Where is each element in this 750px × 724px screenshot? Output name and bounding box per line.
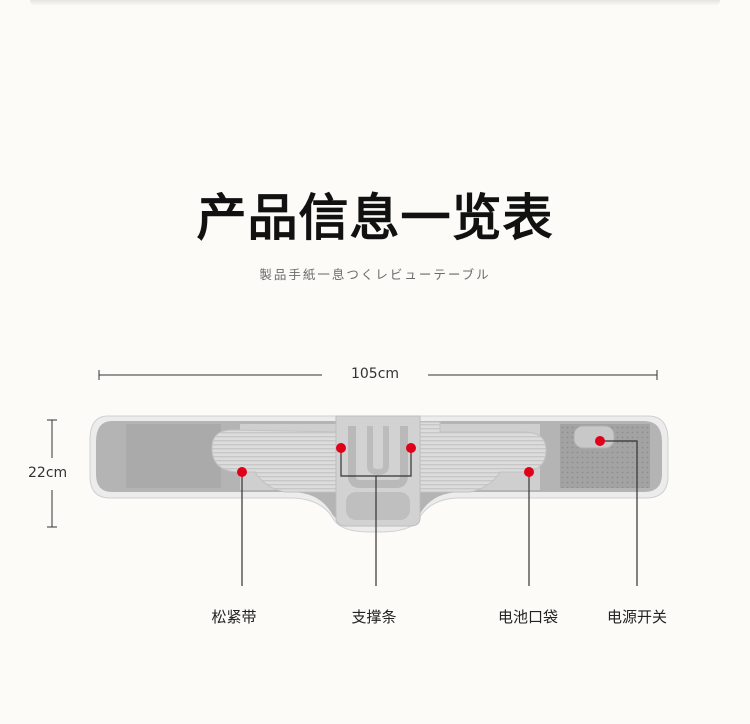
callout-label-battery-pocket: 电池口袋 <box>497 608 558 626</box>
width-label: 105cm <box>325 366 425 382</box>
callout-label-elastic-band: 松紧带 <box>211 608 257 626</box>
height-dimension-line <box>47 419 57 528</box>
callout-label-support-strip: 支撑条 <box>351 608 397 626</box>
support-strip-marker-left <box>336 443 346 453</box>
waist-belt-image <box>89 415 669 533</box>
elastic-band-marker <box>237 467 247 477</box>
support-strip-marker-right <box>406 443 416 453</box>
page-subtitle: 製品手紙一息つくレビューテーブル <box>259 267 491 282</box>
height-label: 22cm <box>28 465 68 481</box>
battery-pocket-marker <box>524 467 534 477</box>
power-switch-marker <box>595 436 605 446</box>
callout-label-power-switch: 电源开关 <box>606 608 667 626</box>
top-edge-shadow <box>30 0 720 6</box>
callout-lines <box>241 440 638 586</box>
page-title: 产品信息一览表 <box>196 188 554 247</box>
width-dimension-line <box>98 370 658 380</box>
